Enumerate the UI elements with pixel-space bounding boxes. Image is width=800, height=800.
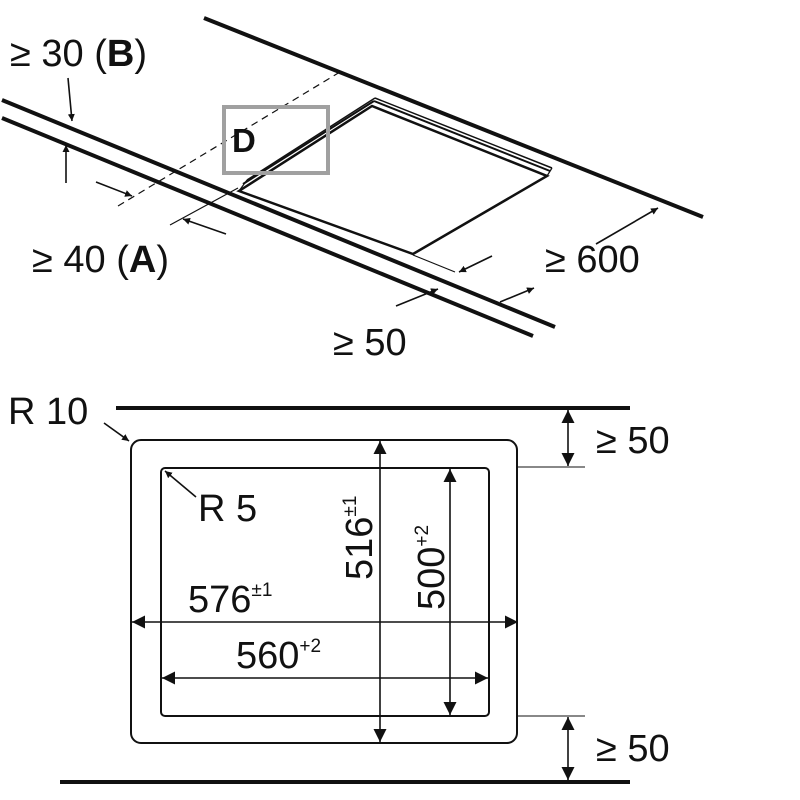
dim-500-label: 500+2 xyxy=(411,525,453,610)
arrow-600-b xyxy=(499,287,535,303)
ext-line-600 xyxy=(412,254,456,273)
min-50-side-label: ≥ 50 xyxy=(333,322,407,364)
inner-cutout-rect xyxy=(160,467,490,717)
min-40-label: ≥ 40 (A) xyxy=(32,239,169,281)
arrow-b-down xyxy=(67,77,75,122)
arrow-600-c xyxy=(595,207,659,245)
arrow-a-right xyxy=(182,218,227,235)
clearance-top-label: ≥ 50 xyxy=(596,420,670,462)
detail-d-label: D xyxy=(232,122,256,159)
clearance-bottom-label: ≥ 50 xyxy=(596,728,670,770)
arrow-a-left xyxy=(95,181,133,197)
outer-radius-leader xyxy=(103,422,130,442)
wall-line xyxy=(203,16,704,219)
worktop-cutout xyxy=(236,97,553,256)
reference-dashed-line xyxy=(117,71,341,207)
installation-view: D ≥ 30 (B) ≥ 40 (A) ≥ 600 ≥ 50 xyxy=(1,16,704,364)
min-600-label: ≥ 600 xyxy=(545,239,640,281)
arrow-50-side xyxy=(395,288,439,307)
detail-d-box xyxy=(222,105,330,175)
arrow-600-a xyxy=(458,255,493,273)
min-30-label: ≥ 30 (B) xyxy=(10,33,147,75)
ext-line-a1 xyxy=(169,187,239,226)
inner-radius-leader xyxy=(164,470,197,498)
dim-560-label: 560+2 xyxy=(236,635,321,677)
outer-cutout-rect xyxy=(130,439,518,744)
cutout-view: R 10 R 5 576±1 560+2 516±1 500+2 ≥ 50 xyxy=(8,391,670,784)
inner-radius-label: R 5 xyxy=(198,488,257,530)
outer-radius-label: R 10 xyxy=(8,391,88,433)
worktop-front-edge-top xyxy=(1,98,556,329)
dim-516-label: 516±1 xyxy=(339,496,381,580)
dim-576-label: 576±1 xyxy=(188,579,272,621)
worktop-front-edge-bottom xyxy=(1,116,534,338)
